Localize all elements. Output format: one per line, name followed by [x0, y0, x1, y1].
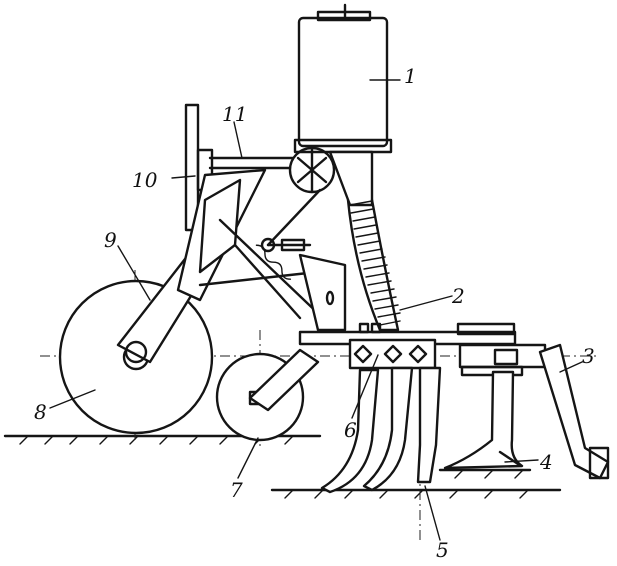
callout-3: 3: [582, 344, 595, 368]
callout-11: 11: [222, 102, 248, 126]
callout-2: 2: [452, 284, 465, 308]
sweep-tine: [443, 370, 524, 470]
callout-5: 5: [436, 538, 449, 562]
callout-9: 9: [104, 228, 117, 252]
leader-lines: [49, 79, 583, 541]
furrow-openers: [320, 366, 442, 494]
callout-10: 10: [132, 168, 158, 192]
frame-beam: [298, 322, 517, 370]
rear-clamp: [458, 343, 547, 377]
gauge-wheel-arm: [248, 348, 320, 412]
seed-hopper: [293, 3, 393, 207]
ground-right: [270, 488, 562, 499]
callout-6: 6: [344, 418, 357, 442]
callout-1: 1: [404, 64, 417, 88]
seed-tube: [346, 198, 401, 332]
callout-4: 4: [540, 450, 553, 474]
ground-furrow: [438, 468, 532, 479]
drive-sprocket: [288, 146, 336, 194]
rear-coverer: [538, 343, 610, 480]
upper-link: [208, 156, 302, 170]
side-bracket: [298, 253, 347, 332]
bracket-slot: [325, 290, 335, 306]
callout-8: 8: [34, 400, 47, 424]
press-wheel: [58, 279, 214, 435]
callout-7: 7: [230, 478, 243, 502]
